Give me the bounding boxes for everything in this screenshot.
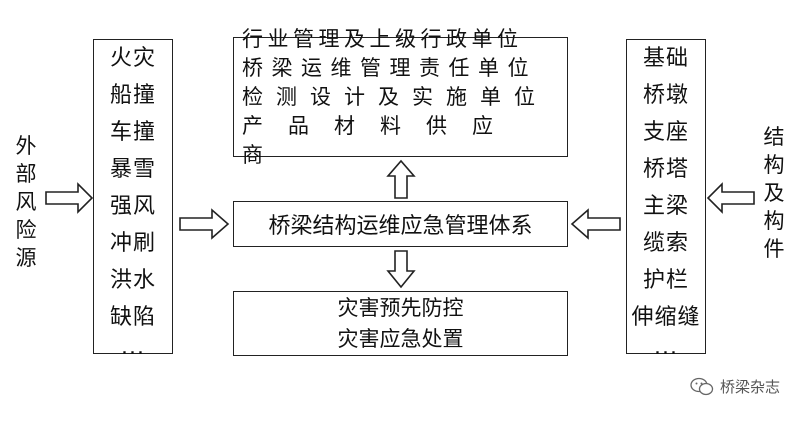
component-item: 基础 xyxy=(642,46,689,71)
risk-item: 洪水 xyxy=(109,268,156,293)
center-system-text: 桥梁结构运维应急管理体系 xyxy=(268,214,533,239)
risk-item: 冲刷 xyxy=(109,231,156,256)
component-item: 主梁 xyxy=(642,194,689,219)
risk-item: 缺陷 xyxy=(109,305,156,330)
risk-item: 强风 xyxy=(109,194,156,219)
component-item: 支座 xyxy=(642,120,689,145)
risk-item: 暴雪 xyxy=(109,157,156,182)
risk-item-ellipsis: ... xyxy=(121,335,145,360)
management-unit-text: 行业管理及上级行政单位 xyxy=(242,26,523,51)
arrow-down-icon xyxy=(386,250,416,289)
external-risk-char: 部 xyxy=(15,162,37,186)
external-risk-char: 险 xyxy=(15,218,37,242)
management-unit-text: 检测设计及实施单位 xyxy=(242,84,548,109)
structure-char: 构 xyxy=(763,209,785,233)
management-unit-line: 产品材料供应商 xyxy=(242,112,559,170)
bottom-action: 灾害应急处置 xyxy=(337,326,464,351)
structure-char: 结 xyxy=(763,125,785,149)
external-risk-label: 外 部 风 险 源 xyxy=(12,132,40,272)
management-unit-line: 行业管理及上级行政单位 xyxy=(242,25,559,54)
component-item: 护栏 xyxy=(642,268,689,293)
management-unit-text: 产品材料供应商 xyxy=(242,113,518,167)
management-units-box: 行业管理及上级行政单位 桥梁运维管理责任单位 检测设计及实施单位 产品材料供应商 xyxy=(233,27,568,167)
arrow-left-icon xyxy=(706,182,755,214)
arrow-right-icon xyxy=(45,182,94,214)
structure-char: 及 xyxy=(763,181,785,205)
watermark: 桥梁杂志 xyxy=(690,376,780,397)
component-item: 缆索 xyxy=(642,231,689,256)
external-risk-char: 外 xyxy=(15,134,37,158)
component-item: 桥墩 xyxy=(642,83,689,108)
component-list-box: 基础 桥墩 支座 桥塔 主梁 缆索 护栏 伸缩缝 ... xyxy=(626,39,706,360)
arrow-up-icon xyxy=(386,159,416,199)
external-risk-char: 风 xyxy=(15,190,37,214)
arrow-left-icon xyxy=(570,208,621,240)
risk-item: 船撞 xyxy=(109,83,156,108)
risk-list-box: 火灾 船撞 车撞 暴雪 强风 冲刷 洪水 缺陷 ... xyxy=(93,39,173,360)
component-item: 伸缩缝 xyxy=(631,305,701,330)
center-system-box: 桥梁结构运维应急管理体系 xyxy=(233,201,568,247)
bottom-actions-box: 灾害预先防控 灾害应急处置 xyxy=(233,291,568,356)
structure-char: 构 xyxy=(763,153,785,177)
wechat-icon xyxy=(690,377,714,395)
component-item-ellipsis: ... xyxy=(654,335,678,360)
component-item: 桥塔 xyxy=(642,157,689,182)
management-unit-text: 桥梁运维管理责任单位 xyxy=(242,55,537,80)
risk-item: 火灾 xyxy=(109,46,156,71)
arrow-right-icon xyxy=(179,208,230,240)
structure-label: 结 构 及 构 件 xyxy=(760,123,788,263)
external-risk-char: 源 xyxy=(15,246,37,270)
watermark-text: 桥梁杂志 xyxy=(719,378,780,396)
bottom-action: 灾害预先防控 xyxy=(337,295,464,320)
structure-char: 件 xyxy=(763,237,785,261)
management-unit-line: 检测设计及实施单位 xyxy=(242,83,559,112)
risk-item: 车撞 xyxy=(109,120,156,145)
management-unit-line: 桥梁运维管理责任单位 xyxy=(242,54,559,83)
